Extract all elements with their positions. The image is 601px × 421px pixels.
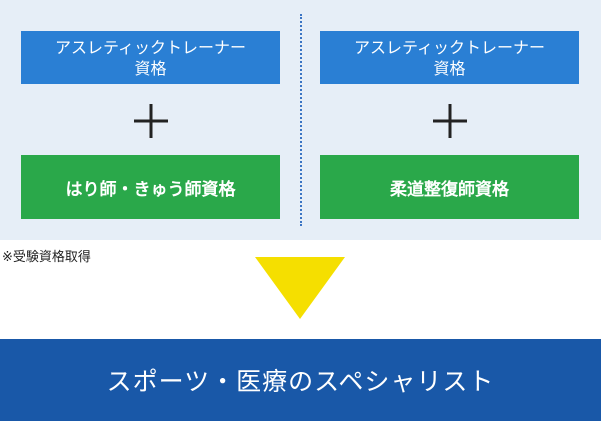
left-athletic-trainer-box: アスレティックトレーナー 資格 bbox=[21, 31, 280, 84]
left-plus-icon bbox=[21, 99, 280, 143]
column-divider bbox=[300, 14, 302, 226]
left-acupuncture-box: はり師・きゅう師資格 bbox=[21, 155, 280, 219]
right-athletic-trainer-box: アスレティックトレーナー 資格 bbox=[320, 31, 579, 84]
right-plus-icon bbox=[320, 99, 579, 143]
down-arrow-icon bbox=[255, 257, 345, 319]
right-judo-therapist-box: 柔道整復師資格 bbox=[320, 155, 579, 219]
exam-eligibility-note: ※受験資格取得 bbox=[2, 250, 91, 265]
specialist-result-banner: スポーツ・医療のスペシャリスト bbox=[0, 339, 601, 421]
